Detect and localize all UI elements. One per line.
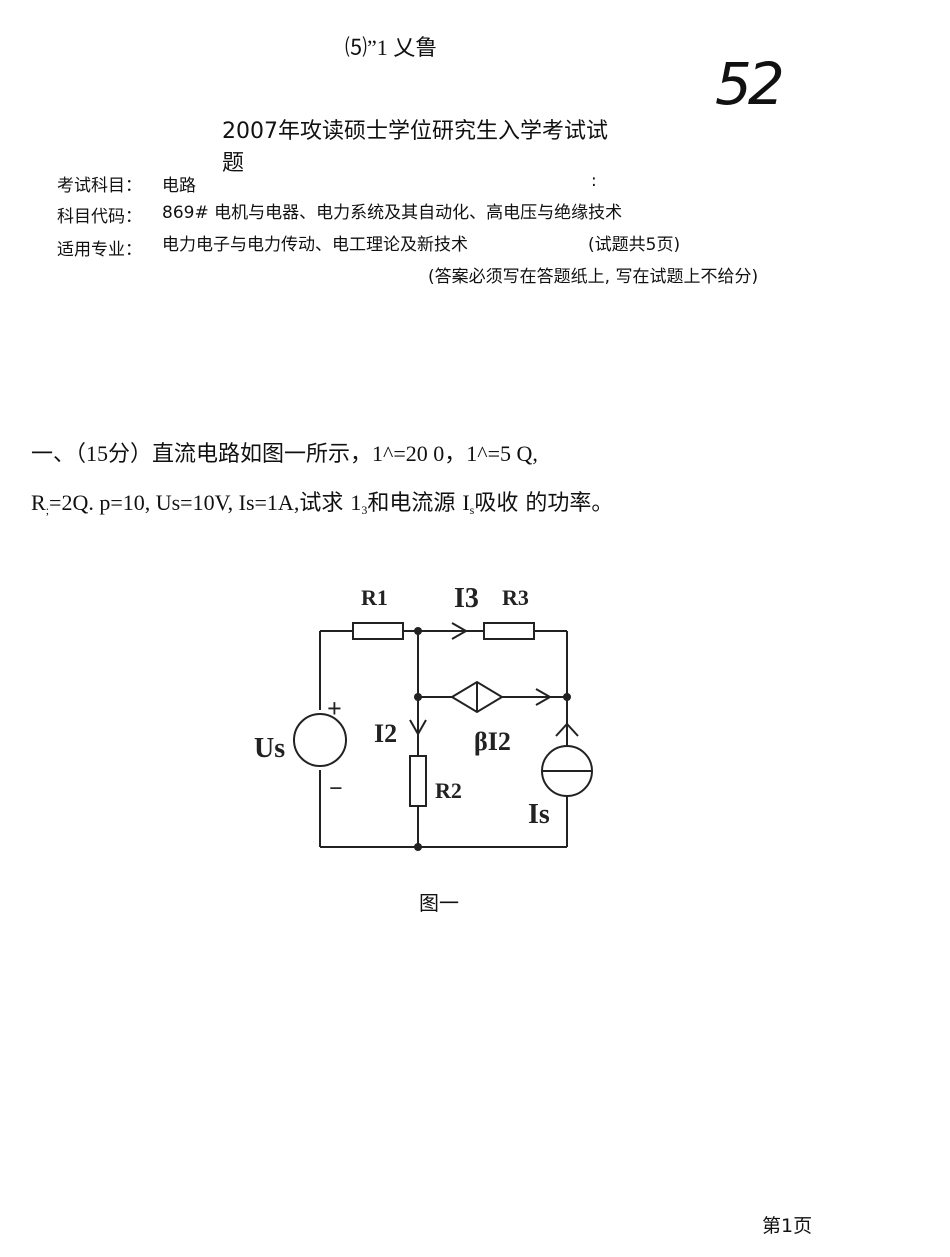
circuit-diagram: R1 I3 R3 I2 βI2 Us R2 Is + − [254, 583, 593, 851]
i3-subscript: 3 [361, 503, 368, 517]
label-is: Is [528, 799, 550, 830]
code-value: 869# 电机与电器、电力系统及其自动化、高电压与绝缘技术 [162, 203, 623, 223]
figure-caption: 图一 [419, 891, 459, 915]
subject-value: 电路 [162, 176, 196, 196]
question-values: 1^=20 0，1^=5 Q, [372, 441, 538, 466]
label-r2: R2 [435, 778, 462, 803]
resistor-r1 [352, 622, 404, 640]
question1-line1: 一、（15分）直流电路如图一所示，1^=20 0，1^=5 Q, [31, 436, 538, 468]
question1-line2: R;=2Q. p=10, Us=10V, Is=1A,试求 13和电流源 Is吸… [31, 485, 613, 518]
question-score: （15分） [75, 441, 153, 466]
i2-arrow [409, 719, 427, 737]
resistor-r2 [409, 755, 427, 807]
top-code: ⑸”1 乂鲁 [345, 35, 438, 60]
question-ask-3: 吸收 的功率。 [474, 491, 614, 516]
exam-title-line2: 题 [222, 151, 245, 176]
label-r3: R3 [502, 585, 529, 610]
question-text: 直流电路如图一所示， [152, 442, 373, 467]
subject-label: 考试科目： [57, 176, 142, 196]
r-subscript: ; [45, 503, 50, 517]
resistor-r3 [483, 622, 535, 640]
label-us: Us [254, 733, 285, 764]
voltage-source-us [293, 713, 347, 767]
is-letter: I [462, 490, 470, 515]
page-number: 第1页 [762, 1215, 813, 1237]
i3-letter: 1 [350, 490, 362, 515]
answer-note: (答案必须写在答题纸上, 写在试题上不给分) [428, 267, 759, 287]
question-values-2: =2Q. p=10, Us=10V, Is=1A, [49, 490, 300, 515]
question-number: 一、 [31, 442, 76, 467]
major-label: 适用专业： [57, 240, 142, 260]
code-label: 科目代码： [57, 207, 142, 227]
label-r1: R1 [361, 585, 388, 610]
major-value: 电力电子与电力传动、电工理论及新技术 [162, 235, 468, 255]
dependent-source-diamond [450, 680, 504, 714]
node-mid-right [563, 693, 571, 701]
node-top [414, 627, 422, 635]
handwritten-number: 52 [715, 50, 785, 118]
node-bottom [414, 843, 422, 851]
question-ask-2: 和电流源 [367, 491, 463, 516]
pages-note: (试题共5页) [588, 235, 681, 255]
label-plus: + [327, 694, 342, 723]
is-subscript: s [469, 503, 475, 517]
exam-title-line1: 2007年攻读硕士学位研究生入学考试试 [222, 119, 608, 144]
dependent-current-arrow [535, 688, 553, 706]
i3-arrow [451, 622, 469, 640]
node-mid-left [414, 693, 422, 701]
label-i3: I3 [454, 583, 479, 614]
r-letter: R [31, 490, 46, 515]
current-source-arrow [555, 722, 579, 737]
colon-mark: : [591, 171, 597, 191]
question-ask: 试求 [299, 491, 351, 516]
label-i2: I2 [374, 719, 397, 748]
label-beta-i2: βI2 [474, 727, 511, 756]
label-minus: − [329, 776, 343, 802]
